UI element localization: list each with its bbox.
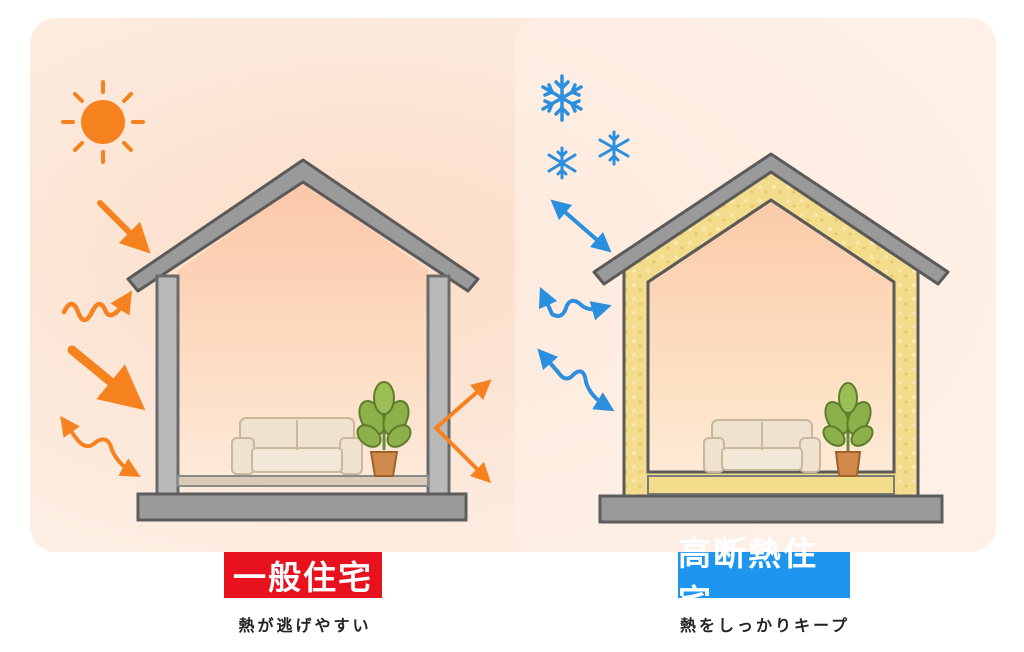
left-house [126,158,480,522]
cold-arrow-icon [537,199,615,412]
houseplant-icon [356,381,412,477]
snowflake-icon [598,130,630,166]
left-wall-left [155,274,180,496]
left-subtitle: 熱が逃げやすい [238,616,372,635]
right-roof [592,152,950,286]
sun-icon [61,80,145,164]
left-roof [126,158,480,293]
snowflake-icon [541,74,583,122]
right-foundation [598,494,944,524]
snowflake-icon [547,146,577,180]
right-subtitle: 熱をしっかりキープ [679,616,851,635]
right-title: 高断熱住宅 [678,534,850,621]
left-foundation [136,492,468,522]
houseplant-icon [822,382,874,477]
right-house [592,152,950,524]
sofa-icon [231,417,363,475]
sofa-icon [703,419,821,473]
left-title: 一般住宅 [224,552,382,598]
left-wall-right [426,274,451,496]
heat-arrow-icon [60,200,492,484]
